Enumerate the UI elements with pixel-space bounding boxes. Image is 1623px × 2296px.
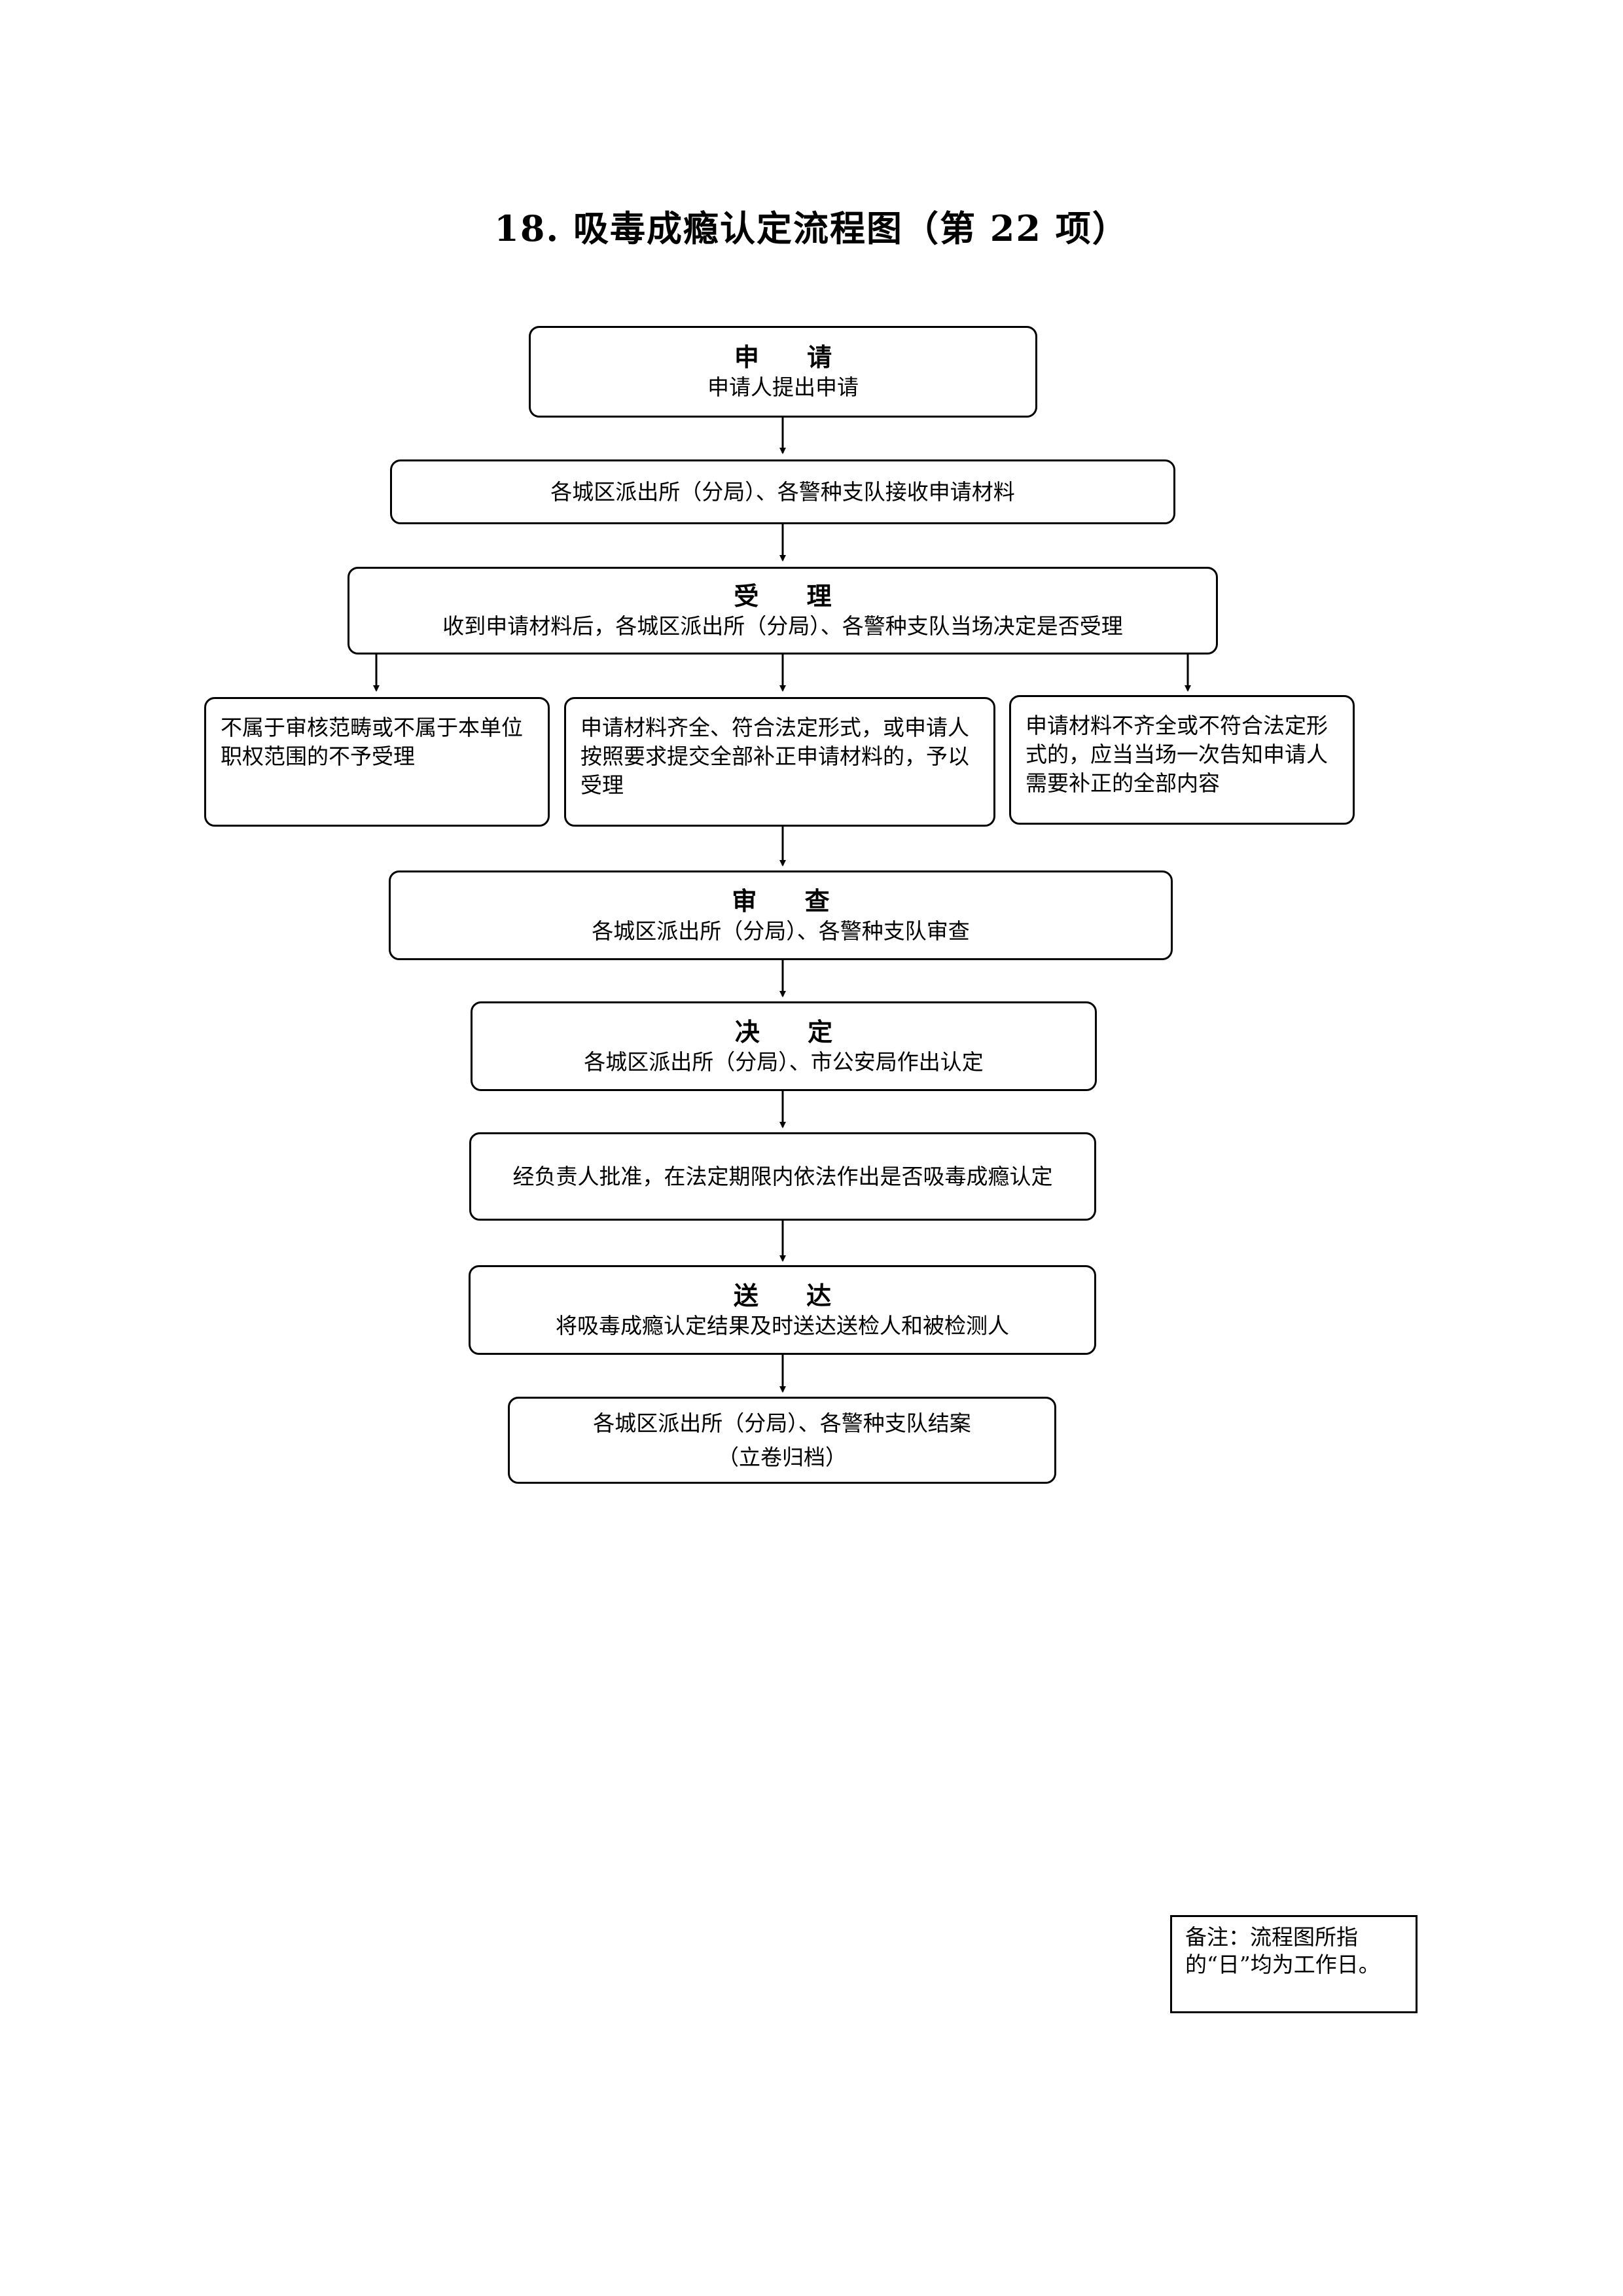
step-close: 各城区派出所（分局）、各警种支队结案 （立卷归档） [508, 1397, 1056, 1484]
step-reject-body: 不属于审核范畴或不属于本单位职权范围的不予受理 [221, 715, 523, 769]
step-reject: 不属于审核范畴或不属于本单位职权范围的不予受理 [204, 697, 550, 827]
step-supplement: 申请材料不齐全或不符合法定形式的，应当当场一次告知申请人需要补正的全部内容 [1009, 695, 1355, 825]
step-accepted: 申请材料齐全、符合法定形式，或申请人按照要求提交全部补正申请材料的，予以受理 [564, 697, 995, 827]
step-decide: 决 定 各城区派出所（分局）、市公安局作出认定 [471, 1001, 1097, 1091]
step-apply: 申 请 申请人提出申请 [529, 326, 1037, 418]
step-apply-body: 申请人提出申请 [707, 374, 859, 400]
step-close-body: 各城区派出所（分局）、各警种支队结案 [593, 1410, 971, 1436]
step-accepted-body: 申请材料齐全、符合法定形式，或申请人按照要求提交全部补正申请材料的，予以受理 [580, 715, 969, 798]
step-decide-body: 各城区派出所（分局）、市公安局作出认定 [584, 1049, 984, 1075]
step-decide-head: 决 定 [734, 1017, 853, 1047]
step-review-body: 各城区派出所（分局）、各警种支队审查 [592, 918, 970, 944]
step-accept-head: 受 理 [734, 582, 851, 611]
step-review: 审 查 各城区派出所（分局）、各警种支队审查 [389, 870, 1173, 960]
step-receive: 各城区派出所（分局）、各警种支队接收申请材料 [390, 459, 1175, 524]
step-approve-body: 经负责人批准，在法定期限内依法作出是否吸毒成瘾认定 [512, 1163, 1053, 1189]
page-title: 18. 吸毒成瘾认定流程图（第 22 项） [494, 207, 1129, 249]
step-review-head: 审 查 [732, 886, 849, 916]
step-accept: 受 理 收到申请材料后，各城区派出所（分局）、各警种支队当场决定是否受理 [348, 567, 1218, 655]
step-deliver-head: 送 达 [733, 1281, 851, 1310]
step-close-sub: （立卷归档） [717, 1444, 847, 1470]
step-deliver-body: 将吸毒成瘾认定结果及时送达送检人和被检测人 [556, 1312, 1009, 1338]
step-receive-body: 各城区派出所（分局）、各警种支队接收申请材料 [550, 478, 1015, 505]
remark-note: 备注：流程图所指的“日”均为工作日。 [1170, 1915, 1418, 2013]
step-apply-head: 申 请 [734, 343, 852, 372]
step-accept-body: 收到申请材料后，各城区派出所（分局）、各警种支队当场决定是否受理 [442, 613, 1123, 639]
step-supplement-body: 申请材料不齐全或不符合法定形式的，应当当场一次告知申请人需要补正的全部内容 [1026, 713, 1328, 796]
step-deliver: 送 达 将吸毒成瘾认定结果及时送达送检人和被检测人 [469, 1265, 1096, 1355]
step-approve: 经负责人批准，在法定期限内依法作出是否吸毒成瘾认定 [469, 1132, 1096, 1221]
